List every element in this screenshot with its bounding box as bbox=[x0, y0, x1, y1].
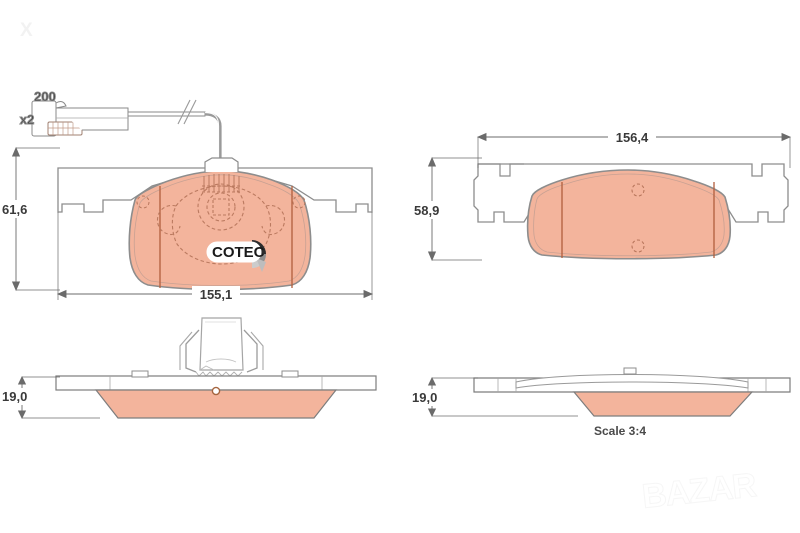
dimension-thickness-right: 19,0 bbox=[410, 376, 578, 418]
side-rivet bbox=[211, 386, 221, 396]
sensor-mount-tab bbox=[204, 157, 239, 172]
center-circle-outer bbox=[197, 183, 245, 231]
sensor-slot-comb bbox=[202, 174, 241, 193]
dimension-height-left: 61,6 bbox=[0, 146, 60, 292]
cotec-label: COTEC bbox=[212, 244, 265, 261]
brake-pad-front-view-plain: 156,4 58,9 bbox=[410, 129, 792, 262]
retaining-clip bbox=[179, 317, 264, 377]
center-square bbox=[212, 198, 230, 216]
thickness-right-label: 19,0 bbox=[412, 390, 437, 405]
cotec-badge: COTEC bbox=[206, 240, 267, 272]
friction-material-right bbox=[526, 169, 732, 260]
side-plate-tab-left bbox=[131, 370, 149, 378]
scale-label: Scale 3:4 bbox=[594, 424, 646, 438]
center-circle-mid bbox=[206, 192, 236, 222]
height-left-label: 61,6 bbox=[2, 202, 27, 217]
sensor-quantity-label: x2 bbox=[20, 112, 34, 127]
rivet-hole-right bbox=[292, 195, 306, 209]
dimension-width-left: 155,1 bbox=[56, 212, 374, 303]
thickness-left-label: 19,0 bbox=[2, 389, 27, 404]
friction-inner-contour bbox=[133, 174, 307, 286]
side-plate-tab-right bbox=[281, 370, 299, 378]
watermark-label: BAZAR bbox=[640, 466, 758, 516]
friction-inner-contour-right bbox=[533, 173, 725, 257]
side-shim-right bbox=[515, 374, 749, 389]
side-plate-tab-center bbox=[623, 367, 637, 375]
rivet-hole-lower bbox=[631, 239, 645, 253]
ear-detail-left bbox=[478, 163, 524, 177]
side-friction-block-right bbox=[572, 391, 754, 417]
width-left-label: 155,1 bbox=[200, 287, 233, 302]
close-icon[interactable]: X bbox=[20, 20, 33, 41]
wear-sensor-assembly: 200 x2 bbox=[19, 89, 222, 160]
shim-outline bbox=[171, 185, 272, 265]
dimension-thickness-left: 19,0 bbox=[0, 375, 100, 420]
brake-pad-side-view-with-clip: 19,0 bbox=[0, 317, 377, 420]
rivet-hole-left bbox=[136, 195, 150, 209]
rivet-hole-upper bbox=[631, 183, 645, 197]
width-right-label: 156,4 bbox=[616, 130, 649, 145]
watermark: BAZAR bbox=[640, 466, 759, 517]
height-right-label: 58,9 bbox=[414, 203, 439, 218]
sensor-length-label: 200 bbox=[34, 89, 56, 104]
close-icon-label: X bbox=[20, 20, 33, 41]
dimension-width-right: 156,4 bbox=[476, 129, 792, 168]
dimension-height-right: 58,9 bbox=[410, 156, 482, 262]
brake-pad-side-view-plain: 19,0 Scale 3:4 bbox=[410, 367, 791, 438]
side-friction-block bbox=[94, 389, 338, 419]
brake-pad-front-view-with-sensor: COTEC 61,6 155,1 bbox=[0, 146, 374, 303]
